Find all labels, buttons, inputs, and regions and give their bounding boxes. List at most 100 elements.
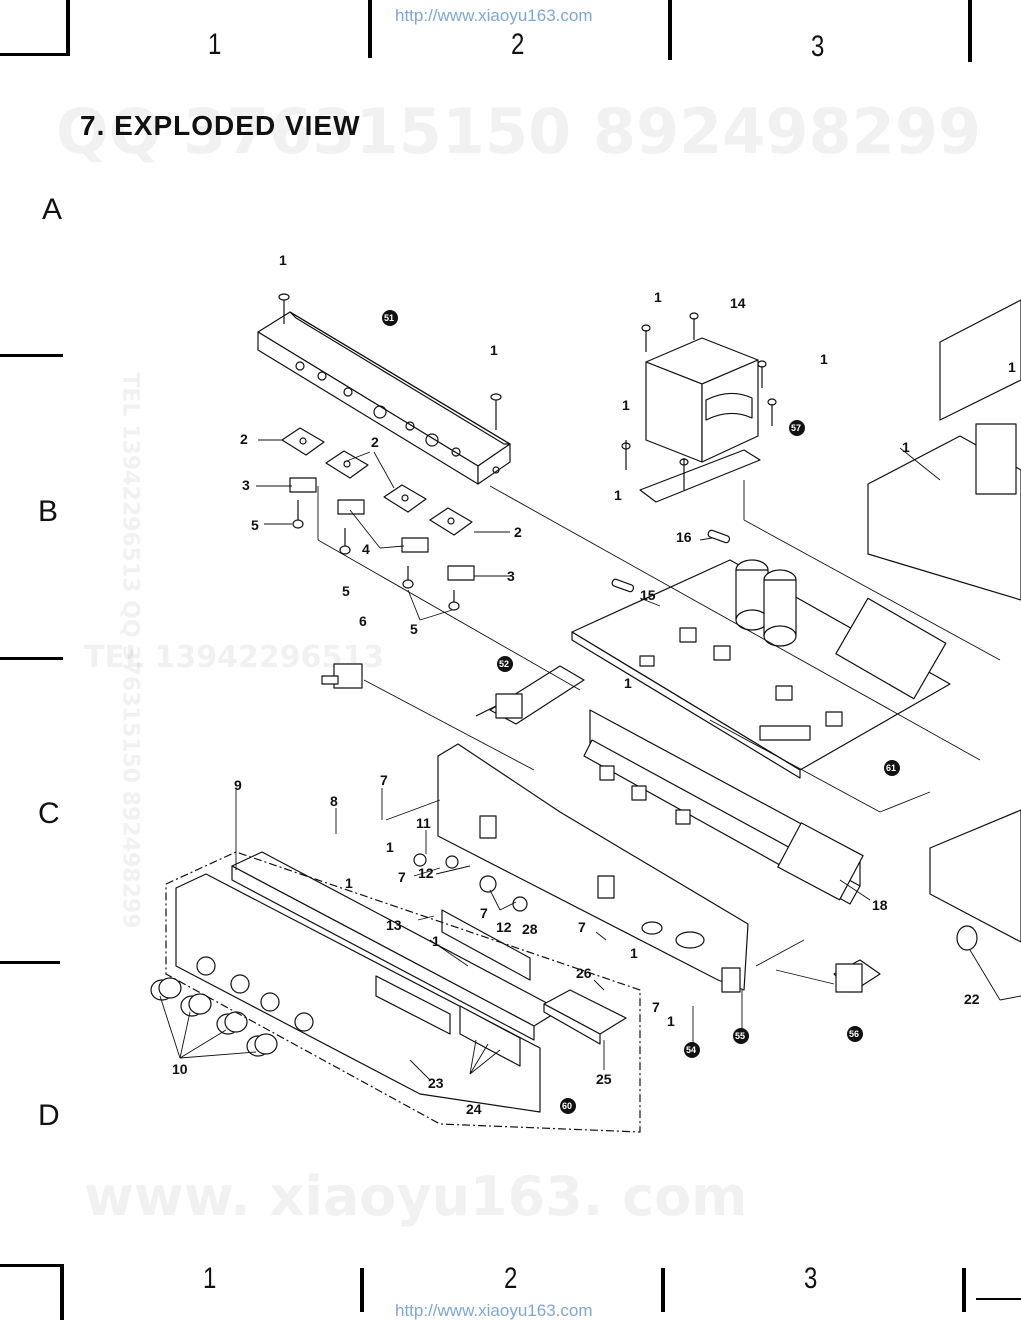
svg-text:61: 61 — [886, 763, 896, 773]
label-1-e: 1 — [622, 397, 630, 413]
label-5-c: 5 — [410, 621, 418, 637]
marker-57: 57 — [789, 420, 805, 436]
label-14: 14 — [730, 295, 746, 311]
insulator-plates — [281, 427, 473, 536]
leader-lines — [159, 439, 1021, 1081]
frame-bottom-tick-1 — [360, 1268, 364, 1312]
svg-text:51: 51 — [384, 313, 394, 323]
svg-text:57: 57 — [791, 423, 801, 433]
frame-corner-top-left-v — [66, 0, 70, 56]
label-1-g: 1 — [902, 439, 910, 455]
footer-col-3: 3 — [804, 1262, 818, 1295]
header-url[interactable]: http://www.xiaoyu163.com — [395, 6, 593, 25]
marker-54: 54 — [684, 1042, 700, 1058]
frame-bottom-tick-3 — [962, 1268, 966, 1312]
header-col-1: 1 — [208, 28, 222, 61]
label-1-d: 1 — [820, 351, 828, 367]
marker-56: 56 — [847, 1026, 863, 1042]
label-12-b: 12 — [496, 919, 512, 935]
label-11: 11 — [416, 815, 431, 831]
rear-chassis — [867, 299, 1021, 951]
frame-corner-bottom-right-h — [976, 1298, 1021, 1300]
frame-corner-bottom-left-v — [60, 1264, 64, 1320]
frame-left-tick-bc — [0, 657, 63, 660]
label-8: 8 — [330, 793, 338, 809]
watermark-site: www. xiaoyu163. com — [84, 1165, 748, 1228]
front-pcb — [583, 709, 864, 905]
frame-bottom-tick-2 — [661, 1268, 665, 1312]
svg-text:55: 55 — [735, 1031, 745, 1041]
footer-col-1: 1 — [203, 1262, 217, 1295]
label-15: 15 — [640, 587, 656, 603]
label-7-e: 7 — [652, 999, 660, 1015]
label-25: 25 — [596, 1071, 612, 1087]
label-22: 22 — [964, 991, 980, 1007]
row-letter-c: C — [38, 797, 60, 830]
marker-55: 55 — [733, 1028, 749, 1044]
label-16: 16 — [676, 529, 692, 545]
label-2-a: 2 — [240, 431, 248, 447]
label-23: 23 — [428, 1075, 444, 1091]
label-7-d: 7 — [578, 919, 586, 935]
label-28: 28 — [522, 921, 538, 937]
fuses — [611, 529, 731, 593]
label-1-m: 1 — [667, 1013, 675, 1029]
label-5-b: 5 — [342, 583, 350, 599]
power-transformer — [621, 312, 777, 503]
frame-left-tick-cd — [0, 961, 60, 964]
label-7-c: 7 — [480, 905, 488, 921]
label-4: 4 — [362, 541, 370, 557]
front-chassis — [437, 743, 749, 993]
frame-corner-bottom-left-h — [0, 1264, 64, 1267]
label-1-h: 1 — [624, 675, 632, 691]
label-1-f: 1 — [614, 487, 622, 503]
label-1-a: 1 — [279, 252, 287, 268]
row-letter-d: D — [38, 1099, 60, 1132]
frame-corner-top-left-h — [0, 53, 70, 56]
top-bracket — [257, 311, 511, 485]
label-9: 9 — [234, 777, 242, 793]
watermark-qq: QQ 376315150 892498299 — [56, 95, 982, 168]
footer-col-2: 2 — [504, 1262, 518, 1295]
label-2-b: 2 — [371, 434, 379, 450]
frame-left-tick-ab — [0, 354, 63, 357]
label-13: 13 — [386, 917, 402, 933]
label-1-n: 1 — [1008, 359, 1016, 375]
screws-5 — [292, 500, 460, 611]
label-7-a: 7 — [380, 772, 388, 788]
label-5-a: 5 — [251, 517, 259, 533]
part-labels: 1 1 1 1 1 1 1 1 1 1 1 1 1 1 2 2 2 3 3 4 … — [172, 252, 1016, 1117]
label-3-b: 3 — [507, 568, 515, 584]
frame-top-tick-1 — [368, 0, 372, 58]
switches — [321, 663, 585, 725]
svg-text:60: 60 — [562, 1101, 572, 1111]
label-2-c: 2 — [514, 524, 522, 540]
row-letter-b: B — [38, 495, 59, 528]
row-letter-a: A — [42, 193, 63, 226]
footer-url[interactable]: http://www.xiaoyu163.com — [395, 1301, 593, 1320]
page-title: 7. EXPLODED VIEW — [80, 110, 361, 141]
header-col-2: 2 — [511, 28, 525, 61]
transistors — [289, 477, 475, 581]
marker-52: 52 — [497, 656, 513, 672]
frame-top-tick-2 — [668, 0, 672, 60]
ref-markers: 51 52 54 55 56 57 60 61 — [382, 310, 900, 1114]
main-pcb — [571, 559, 951, 779]
marker-61: 61 — [884, 760, 900, 776]
svg-text:52: 52 — [499, 659, 509, 669]
header-col-3: 3 — [811, 30, 825, 63]
label-6: 6 — [359, 613, 367, 629]
marker-51: 51 — [382, 310, 398, 326]
label-18: 18 — [872, 897, 888, 913]
display-holder — [543, 989, 627, 1045]
label-7-b: 7 — [398, 869, 406, 885]
front-panel — [175, 851, 561, 1113]
label-26: 26 — [576, 965, 592, 981]
label-1-c: 1 — [654, 289, 662, 305]
label-1-l: 1 — [630, 945, 638, 961]
svg-text:56: 56 — [849, 1029, 859, 1039]
label-1-j: 1 — [345, 875, 353, 891]
marker-60: 60 — [560, 1098, 576, 1114]
label-1-k: 1 — [432, 933, 440, 949]
